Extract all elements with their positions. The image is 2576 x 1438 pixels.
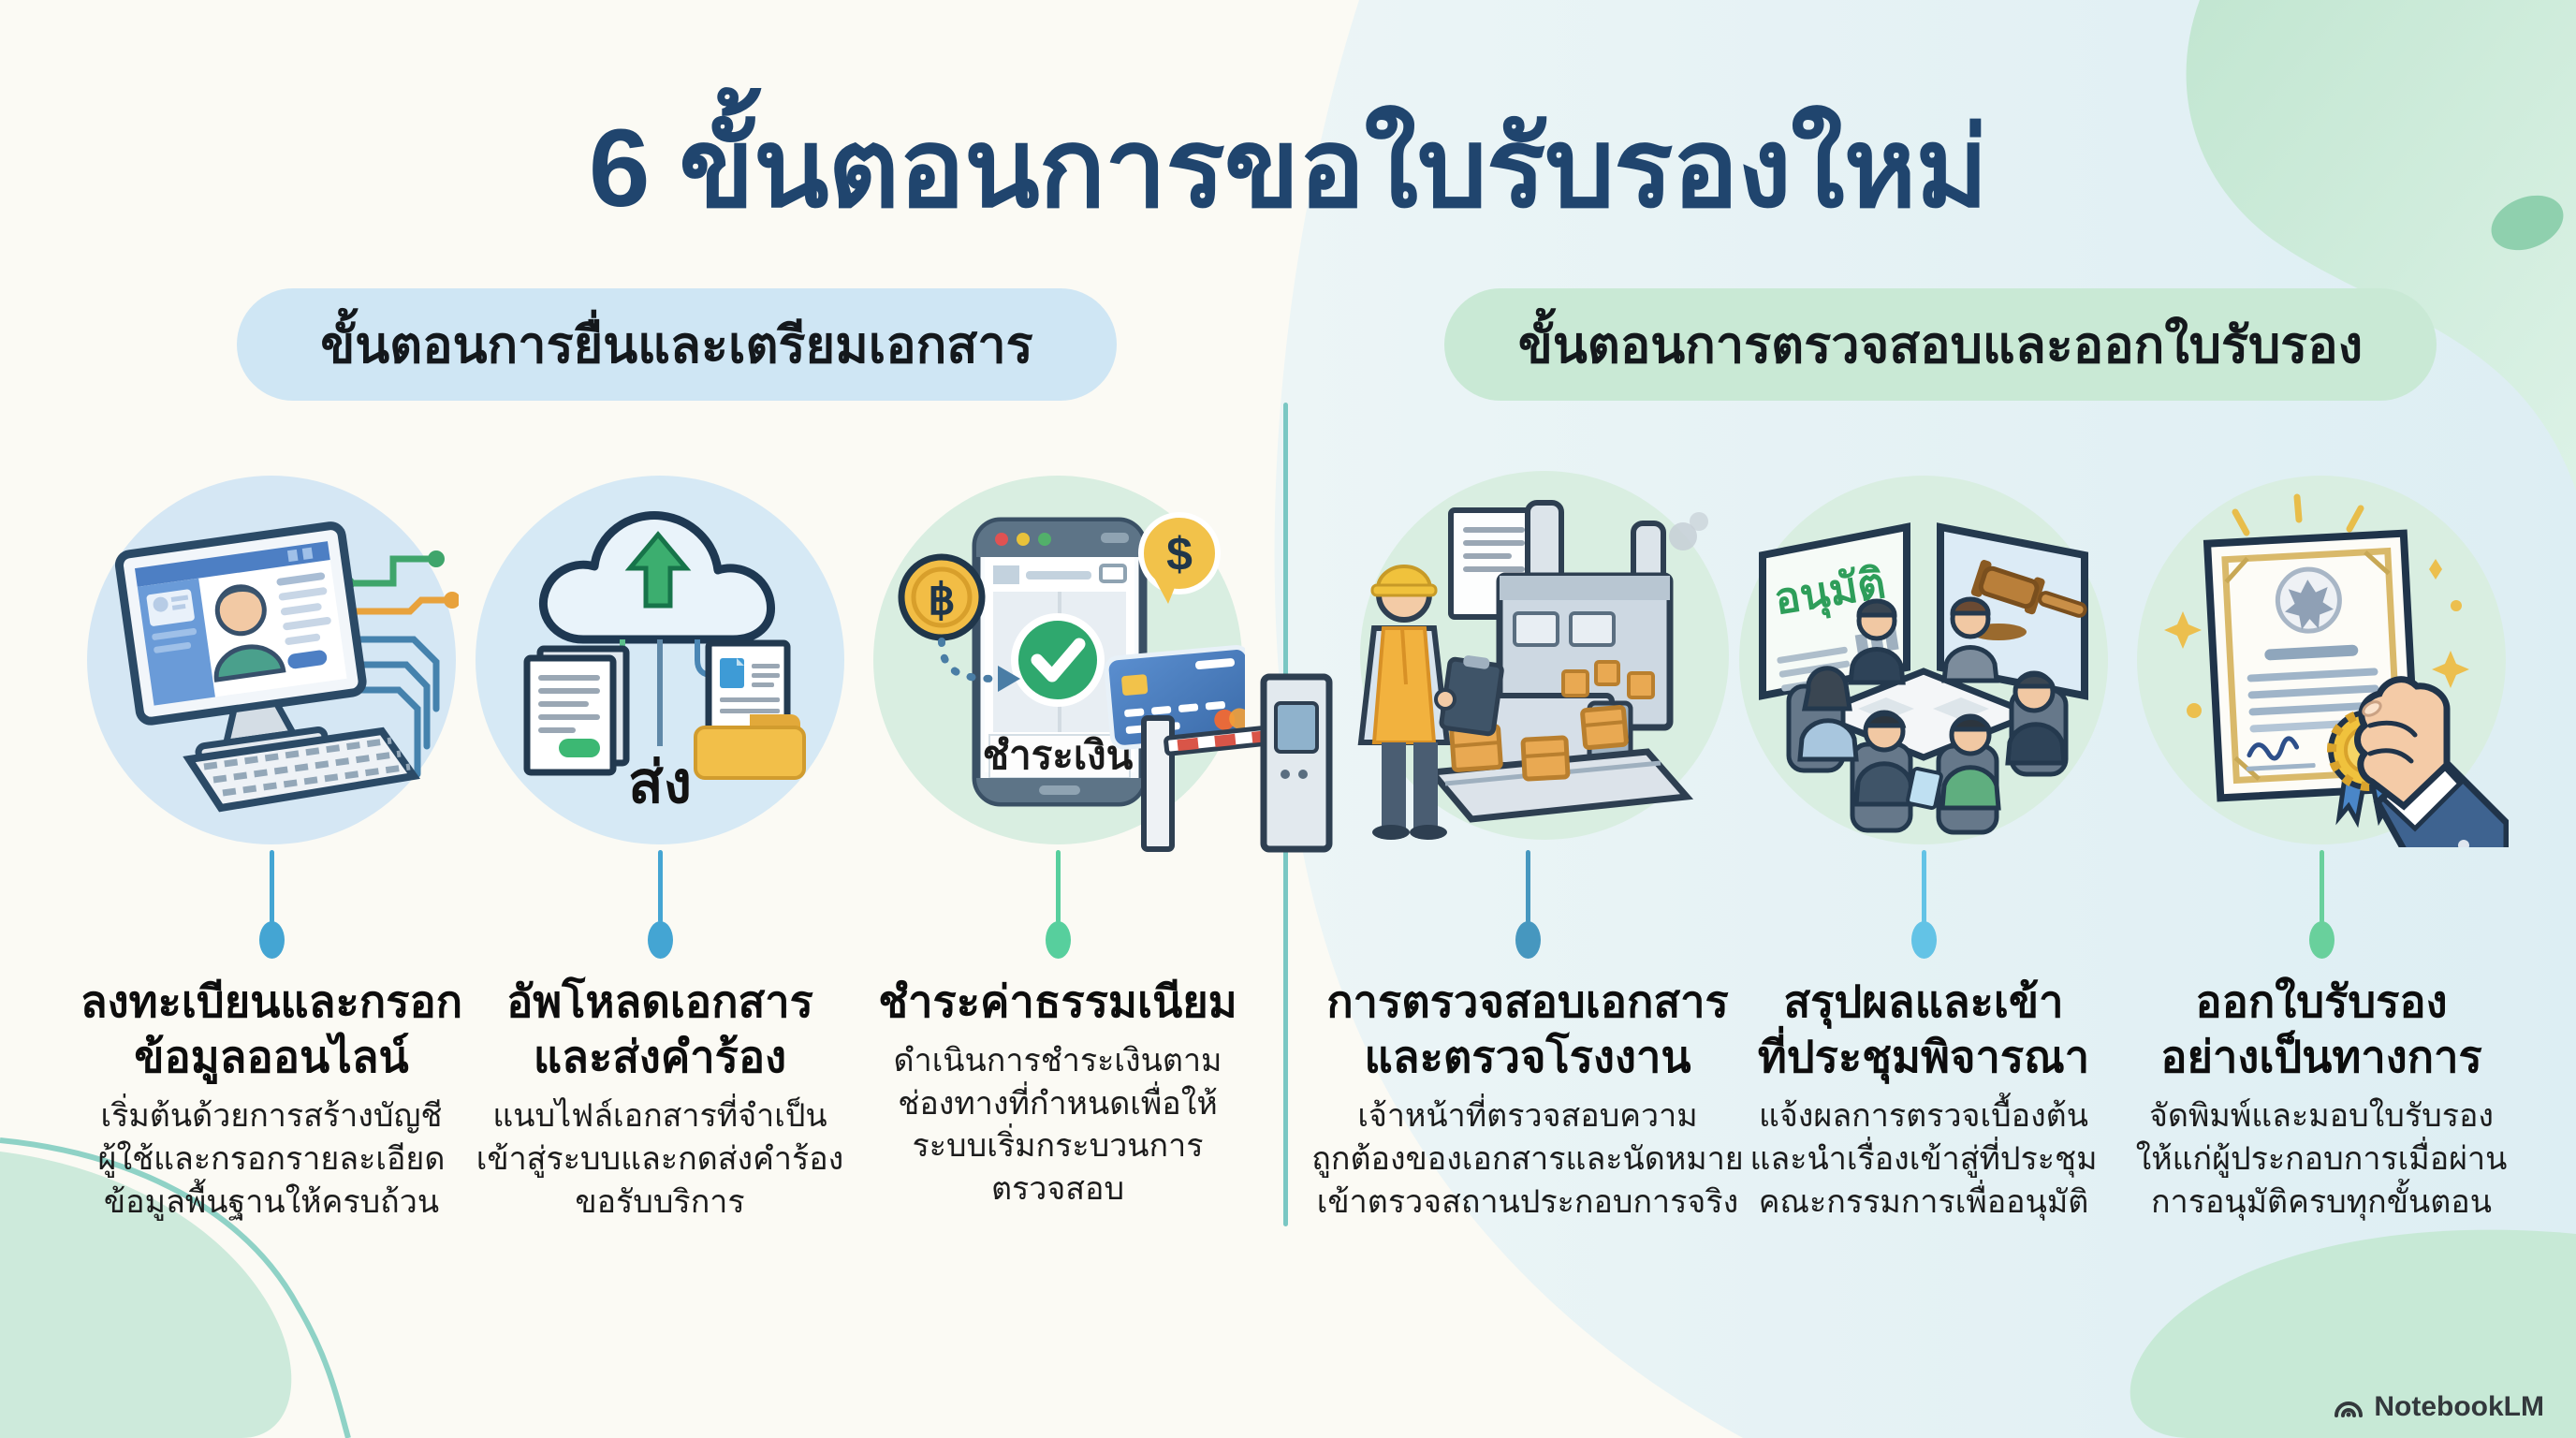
- connector-step-3: [1056, 850, 1061, 923]
- step-3-description: ดำเนินการชำระเงินตาม ช่องทางที่กำหนดเพื่…: [893, 1043, 1222, 1207]
- step-1-text: ลงทะเบียนและกรอก ข้อมูลออนไลน์ เริ่มต้นด…: [56, 974, 487, 1224]
- step-1-title: ลงทะเบียนและกรอก ข้อมูลออนไลน์: [80, 976, 463, 1082]
- watermark-label: NotebookLM: [2374, 1391, 2544, 1422]
- step-dot-2: [648, 921, 673, 959]
- step-3-title: ชำระค่าธรรมเนียม: [878, 976, 1237, 1026]
- step-3-text: ชำระค่าธรรมเนียม ดำเนินการชำระเงินตาม ช่…: [852, 974, 1264, 1211]
- step-dot-3: [1046, 921, 1071, 959]
- notebooklm-logo-icon: [2334, 1401, 2364, 1417]
- step-5-title: สรุปผลและเข้า ที่ประชุมพิจารณา: [1757, 976, 2090, 1082]
- step-dot-4: [1515, 921, 1541, 959]
- section-header-right-label: ขั้นตอนการตรวจสอบและออกใบรับรอง: [1517, 317, 2364, 374]
- step-4-text: การตรวจสอบเอกสาร และตรวจโรงงาน เจ้าหน้าท…: [1309, 974, 1747, 1224]
- cloud-upload-icon: ส่ง: [473, 473, 847, 847]
- page-title: 6 ขั้นตอนการขอใบรับรองใหม่: [588, 107, 1988, 230]
- section-header-left: ขั้นตอนการยื่นและเตรียมเอกสาร: [237, 288, 1117, 401]
- step-6-title: ออกใบรับรอง อย่างเป็นทางการ: [2160, 976, 2482, 1082]
- factory-inspection-icon: [1123, 463, 1741, 866]
- section-header-left-label: ขั้นตอนการยื่นและเตรียมเอกสาร: [320, 317, 1033, 374]
- step-6-description: จัดพิมพ์และมอบใบรับรอง ให้แก่ผู้ประกอบกา…: [2135, 1098, 2508, 1220]
- computer-registration-icon: [84, 473, 461, 847]
- connector-step-4: [1526, 850, 1530, 923]
- section-header-right: ขั้นตอนการตรวจสอบและออกใบรับรอง: [1444, 288, 2437, 401]
- step-2-text: อัพโหลดเอกสาร และส่งคำร้อง แนบไฟล์เอกสาร…: [449, 974, 871, 1224]
- send-label: ส่ง: [628, 751, 692, 815]
- pay-label: ชำระเงิน: [983, 733, 1134, 777]
- connector-step-2: [658, 850, 663, 923]
- connector-step-5: [1922, 850, 1926, 923]
- step-5-description: แจ้งผลการตรวจเบื้องต้น และนำเรื่องเข้าสู…: [1749, 1098, 2098, 1220]
- step-4-description: เจ้าหน้าที่ตรวจสอบความ ถูกต้องของเอกสารแ…: [1311, 1098, 1744, 1220]
- certificate-icon: [2134, 473, 2510, 873]
- connector-step-6: [2320, 850, 2324, 923]
- dollar-symbol: $: [1166, 528, 1193, 580]
- step-dot-1: [259, 921, 285, 959]
- baht-symbol: ฿: [928, 575, 955, 624]
- step-4-title: การตรวจสอบเอกสาร และตรวจโรงงาน: [1326, 976, 1729, 1082]
- connector-step-1: [270, 850, 274, 923]
- step-2-title: อัพโหลดเอกสาร และส่งคำร้อง: [506, 976, 813, 1082]
- notebooklm-watermark: NotebookLM: [2333, 1391, 2544, 1423]
- step-2-description: แนบไฟล์เอกสารที่จำเป็น เข้าสู่ระบบและกดส…: [476, 1098, 844, 1220]
- step-1-description: เริ่มต้นด้วยการสร้างบัญชี ผู้ใช้และกรอกร…: [97, 1098, 446, 1220]
- step-6-text: ออกใบรับรอง อย่างเป็นทางการ จัดพิมพ์และม…: [2115, 974, 2527, 1224]
- step-5-text: สรุปผลและเข้า ที่ประชุมพิจารณา แจ้งผลการ…: [1718, 974, 2130, 1224]
- committee-meeting-icon: อนุมัติ: [1736, 473, 2111, 847]
- step-dot-5: [1911, 921, 1937, 959]
- step-dot-6: [2309, 921, 2334, 959]
